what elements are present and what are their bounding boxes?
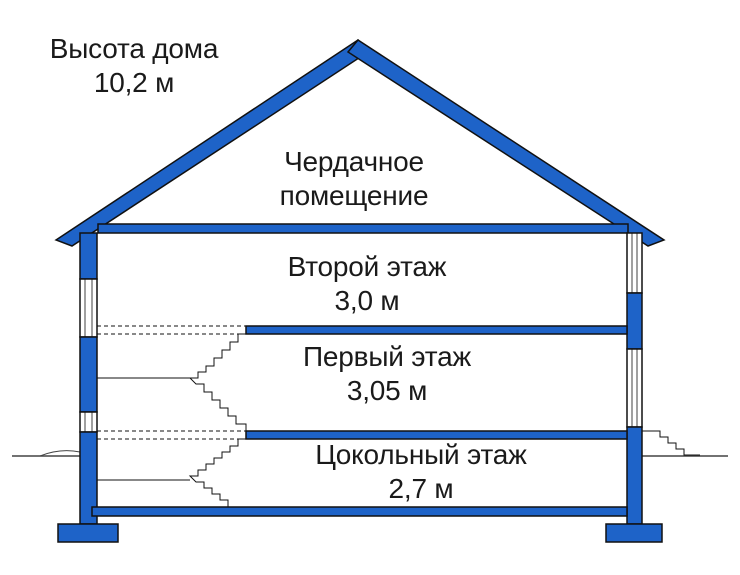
attic-label-line1: Чердачное: [284, 146, 424, 177]
left-wall: [57, 232, 119, 543]
basement-floor-slab: [91, 506, 628, 517]
stairs-icon: [97, 333, 700, 507]
right-window-middle: [626, 348, 643, 428]
left-footing: [57, 523, 119, 543]
left-window-middle: [79, 411, 98, 433]
second-floor-label: Второй этаж 3,0 м: [242, 250, 492, 318]
basement-label: Цокольный этаж 2,7 м: [262, 438, 580, 506]
house-height-label: Высота дома 10,2 м: [14, 32, 254, 100]
house-height-caption: Высота дома: [49, 33, 219, 64]
right-wall-upper: [626, 292, 643, 350]
floor-slabs: [91, 325, 628, 517]
stairs-lower: [188, 438, 246, 507]
left-wall-upper: [79, 232, 98, 280]
basement-ceiling-slab: [245, 430, 628, 440]
ground-left-slope: [39, 450, 81, 457]
right-wall: [605, 232, 663, 543]
left-window-upper: [79, 278, 98, 338]
first-floor-name: Первый этаж: [303, 341, 471, 372]
right-footing: [605, 523, 663, 543]
attic-label-line2: помещение: [279, 180, 429, 211]
basement-height: 2,7 м: [388, 473, 454, 504]
right-window-upper: [626, 232, 643, 294]
basement-name: Цокольный этаж: [315, 439, 527, 470]
ground: [12, 450, 728, 457]
left-wall-middle: [79, 336, 98, 413]
first-floor-label: Первый этаж 3,05 м: [262, 340, 512, 408]
first-floor-slab: [245, 325, 628, 335]
attic-floor-slab: [97, 223, 629, 234]
attic-label: Чердачное помещение: [234, 145, 474, 213]
slab-dashed-extensions: [97, 325, 246, 440]
roof-right-slope: [346, 39, 666, 247]
first-floor-height: 3,05 м: [346, 375, 428, 406]
house-height-value: 10,2 м: [93, 67, 175, 98]
second-floor-name: Второй этаж: [287, 251, 447, 282]
second-floor-height: 3,0 м: [334, 285, 400, 316]
right-wall-lower: [626, 426, 643, 525]
roof: [54, 39, 666, 247]
stairs-upper: [188, 333, 247, 431]
stairs-exterior: [642, 430, 700, 456]
